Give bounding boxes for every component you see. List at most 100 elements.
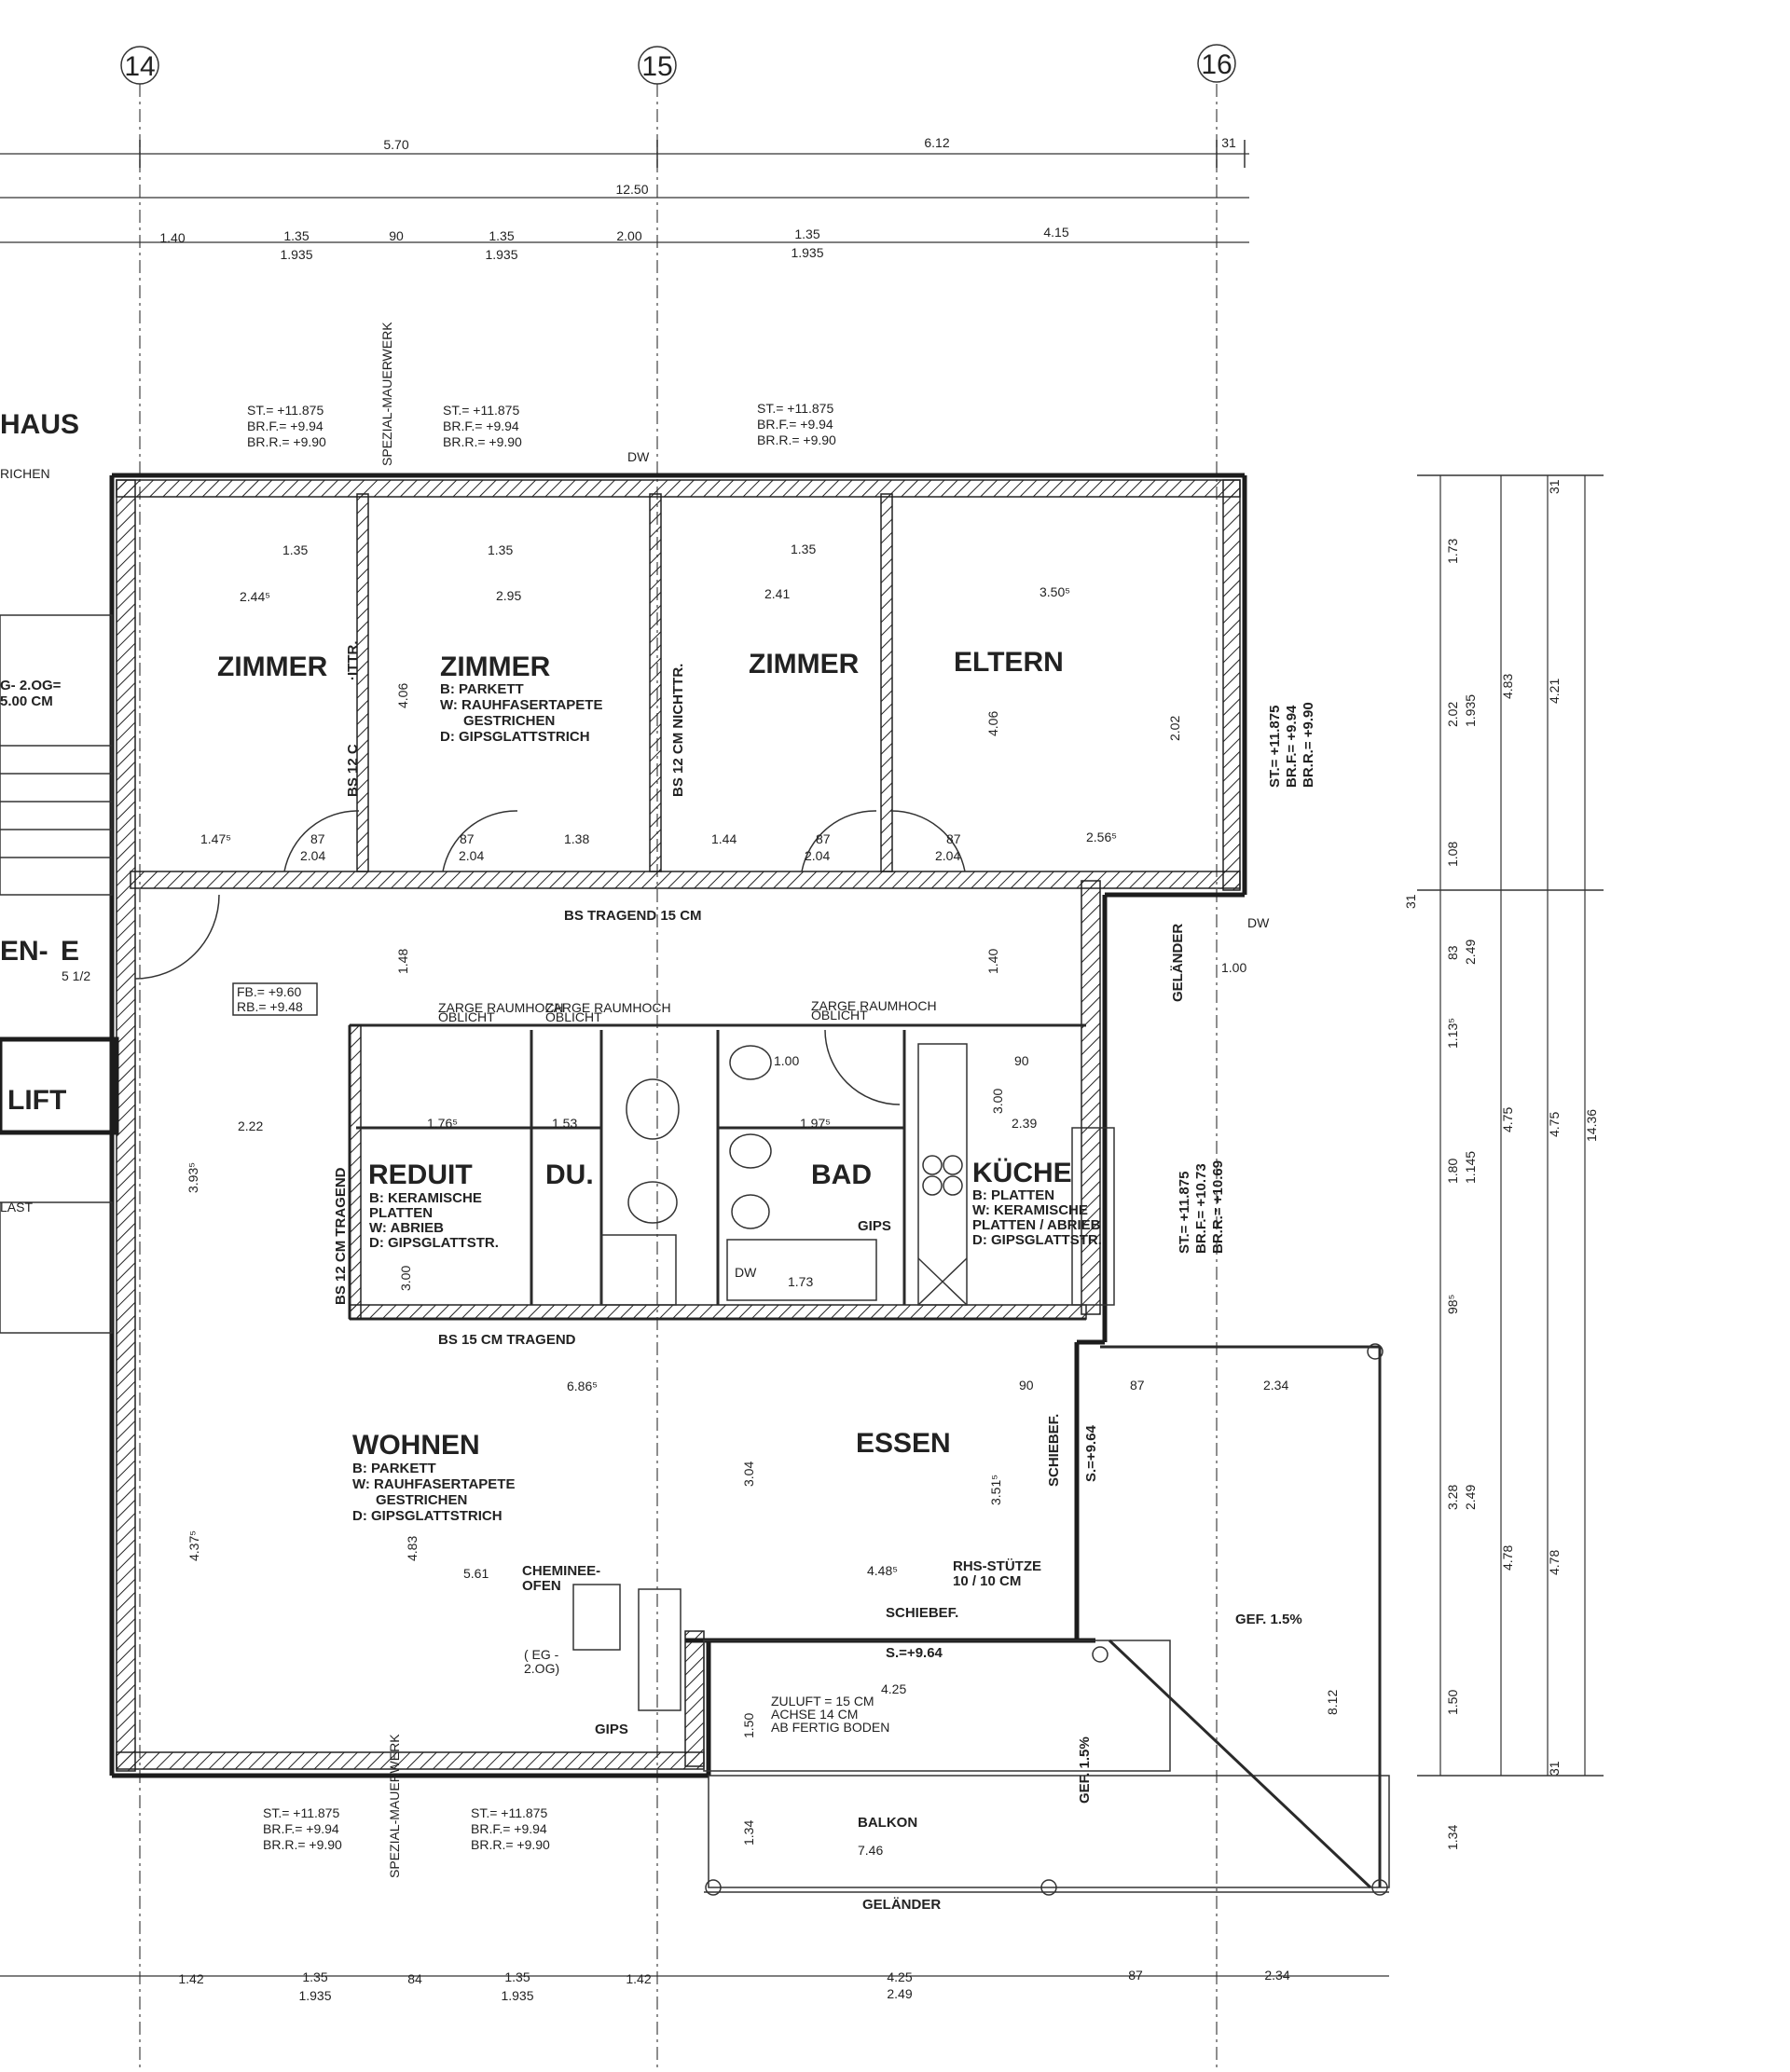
room-du: DU. <box>545 1159 594 1190</box>
grid-axes: 14 15 16 <box>120 44 1236 2072</box>
dim-text: 2.04 <box>935 848 960 863</box>
label-rb: RB.= +9.48 <box>237 999 303 1014</box>
dim-text: 2.00 <box>616 228 641 243</box>
dim-text: 1.53 <box>552 1116 577 1131</box>
dim-text: 1.47⁵ <box>200 831 231 846</box>
dim-text: 12.50 <box>615 182 648 197</box>
dim-text: 3.28 <box>1445 1485 1460 1510</box>
label-zarge: ZARGE RAUMHOCH <box>811 998 937 1013</box>
dim-text: 4.25 <box>881 1681 906 1696</box>
label-eg-og-2: 2.OG) <box>524 1661 559 1676</box>
dim-text: 3.00 <box>990 1089 1005 1114</box>
note-brr: BR.R.= +9.90 <box>757 432 836 447</box>
dim-text: 2.04 <box>805 848 830 863</box>
dim-text: 6.12 <box>924 135 949 150</box>
label-bs-tragend: BS TRAGEND 15 CM <box>564 908 702 924</box>
dim-text: 1.935 <box>791 245 823 260</box>
dim-text: 90 <box>389 228 404 243</box>
dim-text: 1.35 <box>794 226 819 241</box>
dim-text: 5.61 <box>463 1566 489 1581</box>
dim-text: 31 <box>1403 894 1418 909</box>
dim-text: 2.49 <box>1463 940 1478 965</box>
dim-text: 1.40 <box>985 949 1000 974</box>
dim-text: 87 <box>816 831 831 846</box>
note-brr: BR.R.= +9.90 <box>443 434 522 449</box>
label-zarge-oblicht: OBLICHT <box>545 1009 602 1024</box>
dim-text: 1.42 <box>178 1971 203 1986</box>
note-brf: BR.F.= +9.94 <box>247 419 324 433</box>
label-bs-15-tragend: BS 15 CM TRAGEND <box>438 1332 576 1348</box>
dim-text: 31 <box>1547 479 1562 494</box>
label-dw: DW <box>1247 915 1270 930</box>
room-wohnen: WOHNEN <box>352 1430 480 1461</box>
label-schiebef: SCHIEBEF. <box>886 1605 958 1621</box>
dim-text: 4.75 <box>1500 1107 1515 1132</box>
label-cm-fragment: 5.00 CM <box>0 693 53 709</box>
axis-bubble-16 <box>1197 44 1236 83</box>
label-gips: GIPS <box>595 1722 628 1737</box>
note-brr: BR.R.= +9.90 <box>471 1837 550 1852</box>
dim-text: 1.35 <box>489 228 514 243</box>
dim-text: 90 <box>1019 1378 1034 1393</box>
label-schiebef-vertical: SCHIEBEF. <box>1046 1414 1062 1487</box>
dim-text: 2.34 <box>1264 1968 1289 1983</box>
dim-text: 87 <box>310 831 325 846</box>
dim-text: 1.42 <box>626 1971 651 1986</box>
dim-text: 87 <box>460 831 475 846</box>
dim-text: 2.22 <box>238 1118 263 1133</box>
finish-line: W: RAUHFASERTAPETE <box>440 697 602 713</box>
dim-text: 1.935 <box>280 247 312 262</box>
label-zuluft-3: AB FERTIG BODEN <box>771 1720 889 1735</box>
label-half-fragment: 5 1/2 <box>62 968 90 983</box>
finish-line: D: GIPSGLATTSTRICH <box>352 1508 503 1524</box>
label-last-fragment: LAST <box>0 1200 33 1214</box>
dim-text: 1.38 <box>564 831 589 846</box>
dim-text: 1.35 <box>791 542 816 556</box>
label-dw: DW <box>735 1265 757 1280</box>
label-gelaender-vertical: GELÄNDER <box>1170 924 1186 1002</box>
dim-text: 6.86⁵ <box>567 1379 598 1393</box>
dim-text: 31 <box>1547 1761 1562 1776</box>
neighbour-unit <box>0 614 119 1334</box>
axis-bubble-14 <box>120 46 159 85</box>
finish-line: GESTRICHEN <box>463 713 555 729</box>
elevation-notes-bottom: ST.= +11.875 BR.F.= +9.94 BR.R.= +9.90 S… <box>263 1734 550 1878</box>
room-reduit: REDUIT <box>368 1159 473 1190</box>
label-brf-kueche: BR.F.= +10.73 <box>1193 1163 1209 1254</box>
dim-text: 4.21 <box>1547 679 1562 704</box>
finish-line: D: GIPSGLATTSTRICH <box>440 729 590 745</box>
dim-text: 2.49 <box>887 1986 912 2001</box>
axis-label-16: 16 <box>1201 49 1232 80</box>
note-brf: BR.F.= +9.94 <box>443 419 519 433</box>
dim-text: 3.51⁵ <box>988 1475 1003 1505</box>
finish-line: B: PARKETT <box>352 1461 436 1476</box>
label-haus-fragment: HAUS <box>0 409 79 440</box>
label-spezial-mauerwerk: SPEZIAL-MAUERWERK <box>387 1734 402 1878</box>
finish-line: GESTRICHEN <box>376 1492 467 1508</box>
misc-labels: BS TRAGEND 15 CM BS 15 CM TRAGEND BS 12 … <box>0 409 1316 1913</box>
finish-line: W: RAUHFASERTAPETE <box>352 1476 515 1492</box>
note-st: ST.= +11.875 <box>757 401 833 416</box>
dim-text: 1.73 <box>1445 539 1460 564</box>
room-zimmer: ZIMMER <box>440 652 551 682</box>
dim-text: 1.50 <box>1445 1690 1460 1715</box>
label-gef-vertical: GEF. 1.5% <box>1077 1736 1093 1804</box>
elevation-notes-top: ST.= +11.875 BR.F.= +9.94 BR.R.= +9.90 S… <box>247 322 836 466</box>
room-zimmer: ZIMMER <box>749 649 860 679</box>
dim-text: 1.50 <box>741 1713 756 1738</box>
dim-text: 98⁵ <box>1445 1295 1460 1314</box>
dim-text: 87 <box>1130 1378 1145 1393</box>
dim-text: 87 <box>946 831 961 846</box>
label-brr-eltern: BR.R.= +9.90 <box>1301 702 1316 788</box>
label-st-eltern: ST.= +11.875 <box>1267 706 1283 788</box>
note-st: ST.= +11.875 <box>471 1805 547 1820</box>
top-dimensions: 5.70 6.12 31 12.50 1.40 1.35 1.935 90 1.… <box>0 135 1249 262</box>
dim-text: 4.78 <box>1500 1545 1515 1571</box>
label-fb: FB.= +9.60 <box>237 984 301 999</box>
label-bs-12-c: BS 12 C <box>345 744 361 797</box>
dim-text: 1.13⁵ <box>1445 1018 1460 1049</box>
finish-line: PLATTEN / ABRIEB <box>972 1217 1101 1233</box>
dim-text: 1.935 <box>298 1988 331 2003</box>
finish-line: PLATTEN <box>369 1205 433 1221</box>
finish-line: D: GIPSGLATTSTR. <box>972 1232 1102 1248</box>
